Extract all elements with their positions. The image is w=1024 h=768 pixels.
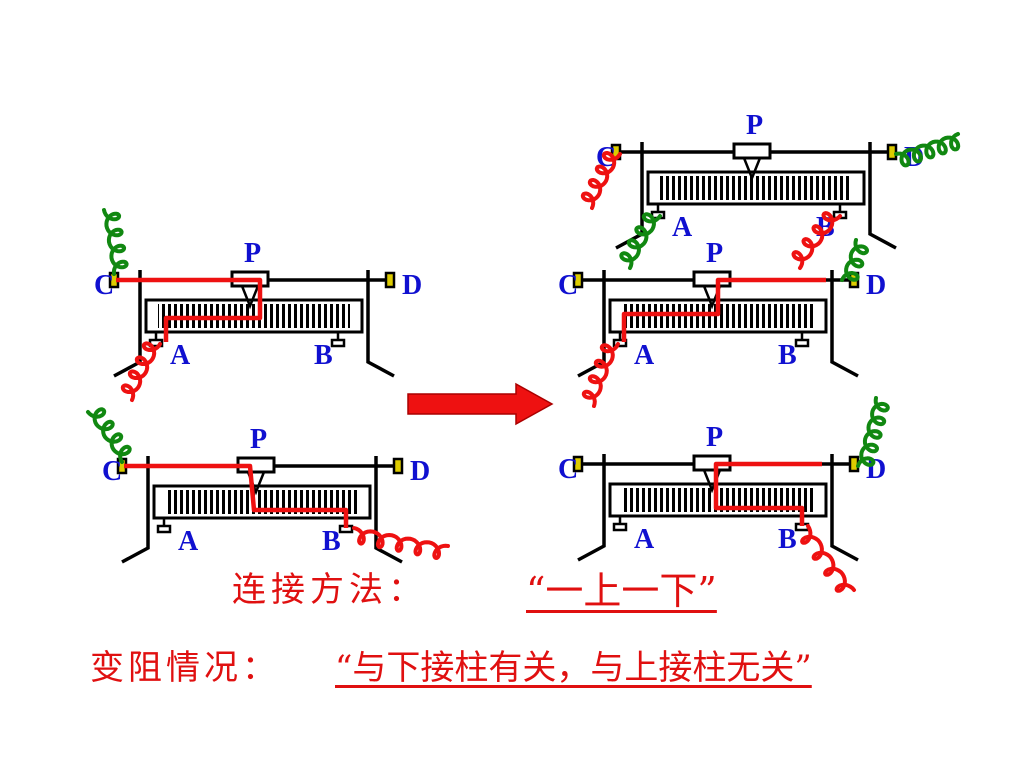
label-p: P — [706, 422, 723, 453]
external-wire-1 — [856, 396, 890, 468]
label-b: B — [322, 526, 341, 557]
label-p: P — [244, 238, 261, 269]
label-b: B — [778, 340, 797, 371]
label-c: C — [94, 270, 114, 301]
external-wire-2 — [120, 341, 162, 402]
slider-contact — [742, 157, 762, 182]
terminal-d — [392, 457, 404, 475]
label-a: A — [178, 526, 199, 557]
label-c: C — [558, 270, 578, 301]
label-d: D — [402, 270, 422, 301]
resistance-coil — [660, 176, 852, 200]
external-wire-2 — [894, 132, 961, 168]
current-path — [713, 461, 822, 526]
label-b: B — [314, 340, 333, 371]
transition-arrow — [407, 382, 554, 426]
terminal-c — [572, 271, 584, 289]
resistance-change-label: 变阻情况： — [90, 648, 280, 688]
left-leg — [121, 528, 150, 564]
external-wire-1 — [86, 407, 132, 464]
terminal-d — [886, 143, 898, 161]
terminal-a — [156, 524, 172, 534]
external-wire-4 — [791, 211, 842, 270]
external-wire-2 — [840, 238, 869, 282]
external-wire-2 — [800, 524, 856, 593]
rheostat-left-bottom: P C D A B — [86, 407, 450, 564]
terminal-b — [330, 338, 346, 348]
terminal-a — [612, 338, 628, 348]
label-c: C — [558, 454, 578, 485]
right-leg — [366, 342, 395, 378]
label-a: A — [672, 212, 693, 243]
current-path — [621, 277, 826, 342]
external-wire-1 — [581, 342, 620, 408]
label-d: D — [410, 456, 430, 487]
right-leg — [868, 214, 897, 250]
label-a: A — [170, 340, 191, 371]
external-wire-1 — [102, 208, 129, 276]
left-leg — [577, 526, 606, 562]
label-d: D — [866, 270, 886, 301]
label-a: A — [634, 340, 655, 371]
terminal-a — [612, 522, 628, 532]
label-c: C — [102, 456, 122, 487]
label-a: A — [634, 524, 655, 555]
external-wire-1 — [580, 151, 622, 210]
terminal-c — [572, 455, 584, 473]
right-leg — [830, 342, 859, 378]
terminal-b — [794, 338, 810, 348]
label-d: D — [866, 454, 886, 485]
external-wire-3 — [619, 212, 662, 270]
label-b: B — [778, 524, 797, 555]
label-p: P — [706, 238, 723, 269]
current-path — [116, 277, 263, 342]
terminal-d — [384, 271, 396, 289]
rheostat-left-top: P C D A B — [94, 208, 422, 402]
label-p: P — [250, 424, 267, 455]
slider-contact — [240, 285, 260, 310]
connection-method-value: “一上一下” — [526, 569, 717, 613]
right-leg — [830, 526, 859, 562]
rheostat-right-middle: P C D A B — [558, 238, 886, 408]
resistance-change-value: “与下接柱有关，与上接柱无关” — [335, 648, 812, 688]
external-wire-2 — [352, 526, 450, 560]
label-p: P — [746, 110, 763, 141]
current-path — [124, 463, 349, 528]
rheostat-right-bottom: P C D A B — [558, 396, 890, 593]
connection-method-label: 连接方法： — [232, 570, 427, 610]
slider-p — [732, 142, 772, 160]
